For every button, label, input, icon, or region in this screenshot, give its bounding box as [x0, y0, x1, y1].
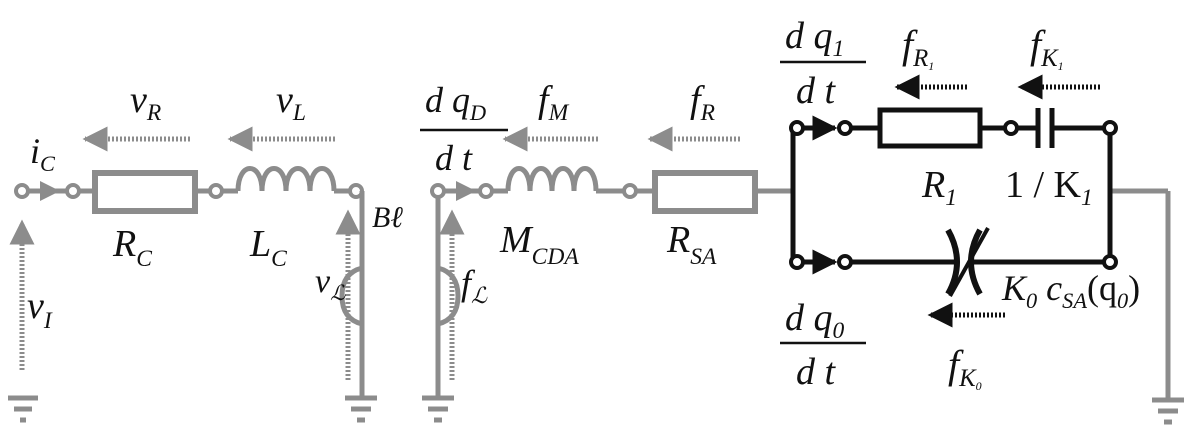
- suspension-network: [789, 107, 1118, 297]
- label-r-c: RC: [112, 223, 152, 272]
- svg-text:d q0: d q0: [785, 297, 845, 344]
- input-terminal: [14, 183, 30, 199]
- label-l-c: LC: [249, 223, 287, 272]
- label-i-c: iC: [30, 131, 56, 176]
- label-f-k1: fK1: [1030, 22, 1064, 73]
- inductor-mcda: [505, 166, 599, 192]
- resistor-r1: [877, 107, 983, 149]
- label-m-cda: MCDA: [499, 219, 579, 270]
- capacitor-k0-nonlinear: [945, 227, 990, 297]
- svg-text:d t: d t: [796, 70, 837, 112]
- label-dq-0-dt: d q0 d t: [780, 297, 866, 393]
- label-f-k0: fK0: [948, 342, 982, 393]
- inductor-lc: [235, 166, 337, 192]
- label-v-script-l: vℒ: [315, 263, 346, 305]
- force-arrows: [894, 74, 1100, 328]
- ground-symbol: [8, 395, 38, 423]
- label-dq-1-dt: d q1 d t: [780, 15, 866, 112]
- label-dq-d-dt: d qD d t: [420, 80, 508, 178]
- ground-symbol: [422, 395, 454, 423]
- transducer-coil-left: [339, 265, 363, 327]
- variable-arrows: [9, 126, 740, 380]
- electrical-circuit: [8, 166, 377, 423]
- label-v-l: vL: [276, 79, 306, 126]
- label-r-1: R1: [921, 164, 957, 211]
- label-r-sa: RSA: [666, 219, 717, 270]
- mechanical-circuit: [422, 166, 1184, 425]
- label-inv-k1: 1 / K1: [1005, 164, 1093, 211]
- capacitor-k1: [1035, 108, 1055, 148]
- label-v-i: vI: [27, 285, 53, 334]
- label-f-r: fR: [690, 79, 715, 126]
- svg-text:d q1: d q1: [785, 15, 844, 62]
- ground-symbol: [1152, 397, 1184, 425]
- label-b-ell: Bℓ: [372, 201, 403, 234]
- label-k0-csa: K0 cSA(q0): [1001, 268, 1140, 313]
- svg-text:d t: d t: [796, 351, 837, 393]
- svg-text:d t: d t: [435, 138, 473, 178]
- label-f-m: fM: [538, 79, 570, 126]
- transducer-coil-right: [437, 265, 461, 327]
- resistor-rsa: [652, 170, 758, 214]
- label-f-r1: fR1: [902, 22, 934, 73]
- ground-symbol: [345, 395, 377, 423]
- label-f-script-l: fℒ: [461, 263, 488, 308]
- label-v-r: vR: [130, 79, 161, 126]
- resistor-rc: [92, 170, 198, 214]
- labels: iC vR vL RC LC vI vℒ Bℓ d qD d t fM fR M…: [27, 15, 1140, 393]
- svg-text:d qD: d qD: [425, 80, 486, 125]
